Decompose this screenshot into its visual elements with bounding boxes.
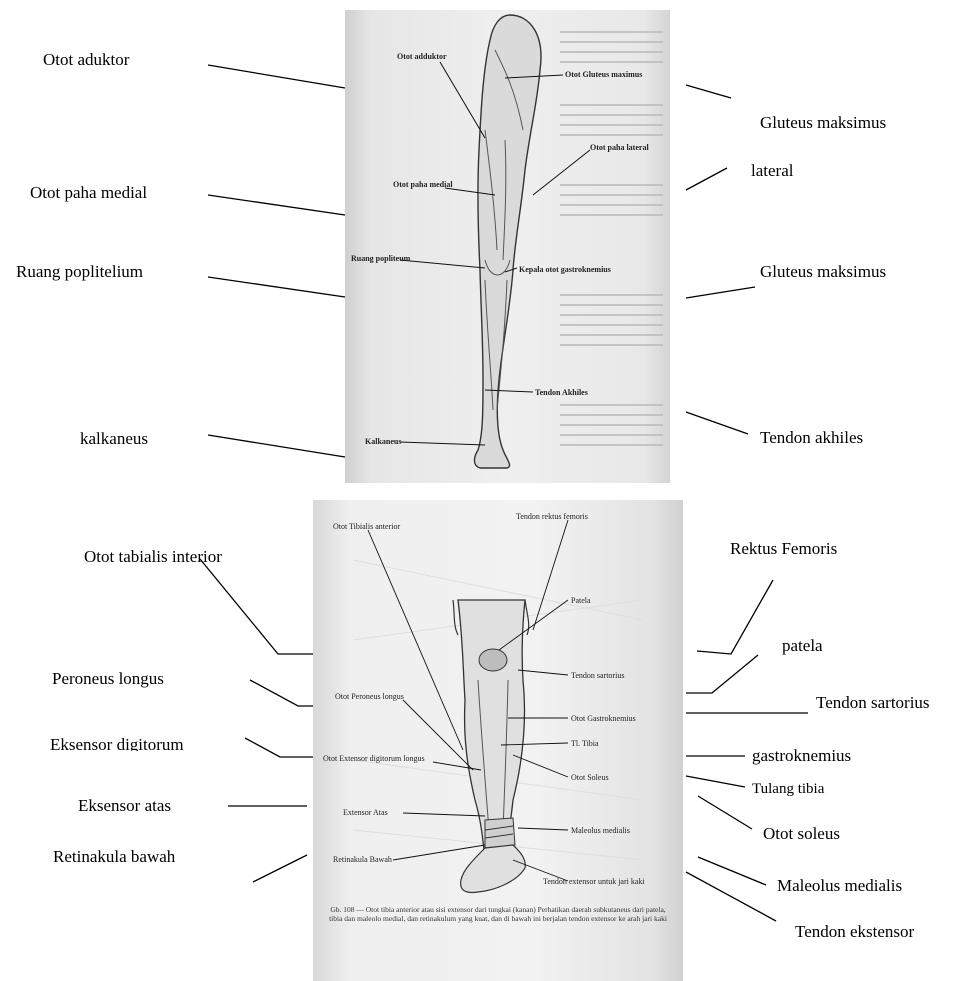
annotation-otot-aduktor: Otot aduktor [43,50,129,70]
annotation-otot-paha-medial: Otot paha medial [30,183,147,203]
leader-retinakula [253,855,307,882]
leader-tulang-tibia [686,776,745,787]
annotation-peroneus-longus: Peroneus longus [52,669,164,689]
annotation-tendon-sartorius: Tendon sartorius [816,693,930,713]
annotation-eksensor-atas: Eksensor atas [78,796,171,816]
annotation-maleolus-medialis: Maleolus medialis [777,876,902,896]
plate-label-peroneus: Otot Peroneus longus [335,692,404,701]
leader-otot-soleus [698,796,752,829]
posterior-leg-illustration [345,10,670,483]
plate-label-tibia: Tl. Tibia [571,739,599,748]
leader-otot-aduktor [208,65,345,88]
plate-label-tendon-extensor: Tendon extensor untuk jari kaki [543,877,645,886]
plate-label-extensor-digitorum: Otot Extensor digitorum longus [323,754,425,763]
plate-label-gastrocnemius: Otot Gastroknemius [571,714,636,723]
leader-patela [686,655,758,693]
leader-ruang-poplitelium [208,277,345,297]
leader-eksensor-digitorum [245,738,313,757]
plate-label-achilles: Tendon Akhiles [535,388,588,397]
plate-caption: Gb. 108 — Otot tibia anterior atau sisi … [323,905,673,923]
leader-tendon-ekstensor [686,872,776,921]
plate-label-thigh-lateral: Otot paha lateral [590,143,649,152]
leader-maleolus [698,857,766,885]
annotation-kalkaneus: kalkaneus [80,429,148,449]
patella-shape [479,649,507,671]
annotation-tendon-akhiles: Tendon akhiles [760,428,863,448]
leader-peroneus [250,680,313,706]
plate-label-thigh-medial: Otot paha medial [393,180,453,189]
annotation-lateral: lateral [751,161,793,181]
plate-label-soleus: Otot Soleus [571,773,609,782]
annotation-tendon-ekstensor: Tendon ekstensor [795,922,914,942]
plate-label-adductor: Otot adduktor [397,52,447,61]
leader-tendon-akhiles [686,412,748,434]
plate-label-extensor-atas: Extensor Atas [343,808,388,817]
anterior-leg-plate: Otot Tibialis anterior Tendon rektus fem… [313,500,683,981]
plate-label-retinakula: Retinakula Bawah [333,855,392,864]
annotation-gastroknemius: gastroknemius [752,746,851,766]
leader-gluteus-1 [686,85,731,98]
leader-kalkaneus [208,435,345,457]
plate-label-popliteum: Ruang popliteum [351,254,410,263]
plate-label-gastrocnemius-head: Kepala otot gastroknemius [519,265,611,274]
annotation-patela: patela [782,636,823,656]
annotation-eksensor-digitorum: Eksensor digitorum [50,735,184,751]
plate-label-malleolus: Maleolus medialis [571,826,630,835]
annotation-ruang-poplitelium: Ruang poplitelium [16,262,143,282]
foot-outline [461,845,526,893]
plate-label-gluteus: Otot Gluteus maximus [565,70,642,79]
posterior-leg-plate: Otot adduktor Otot Gluteus maximus Otot … [345,10,670,483]
leader-rektus [697,580,773,654]
annotation-rektus-femoris: Rektus Femoris [730,539,837,559]
annotation-otot-tabialis-interior: Otot tabialis interior [84,547,222,567]
plate-label-rectus-femoris: Tendon rektus femoris [516,512,588,521]
background-text-lines [560,32,663,445]
plate-label-sartorius: Tendon sartorius [571,671,624,680]
annotation-gluteus-maksimus-1: Gluteus maksimus [760,113,886,133]
plate-label-calcaneus: Kalkaneus [365,437,401,446]
annotation-tulang-tibia: Tulang tibia [752,779,824,799]
leader-otot-paha-medial [208,195,345,215]
annotation-retinakula-bawah: Retinakula bawah [53,847,175,867]
plate-label-patella: Patela [571,596,591,605]
leader-gluteus-2 [686,287,755,298]
annotation-otot-soleus: Otot soleus [763,824,840,844]
leader-lateral [686,168,727,190]
leader-tabialis [200,559,313,654]
annotation-gluteus-maksimus-2: Gluteus maksimus [760,262,886,282]
leg-outline [474,15,541,468]
plate-label-tibialis-anterior: Otot Tibialis anterior [333,522,400,531]
